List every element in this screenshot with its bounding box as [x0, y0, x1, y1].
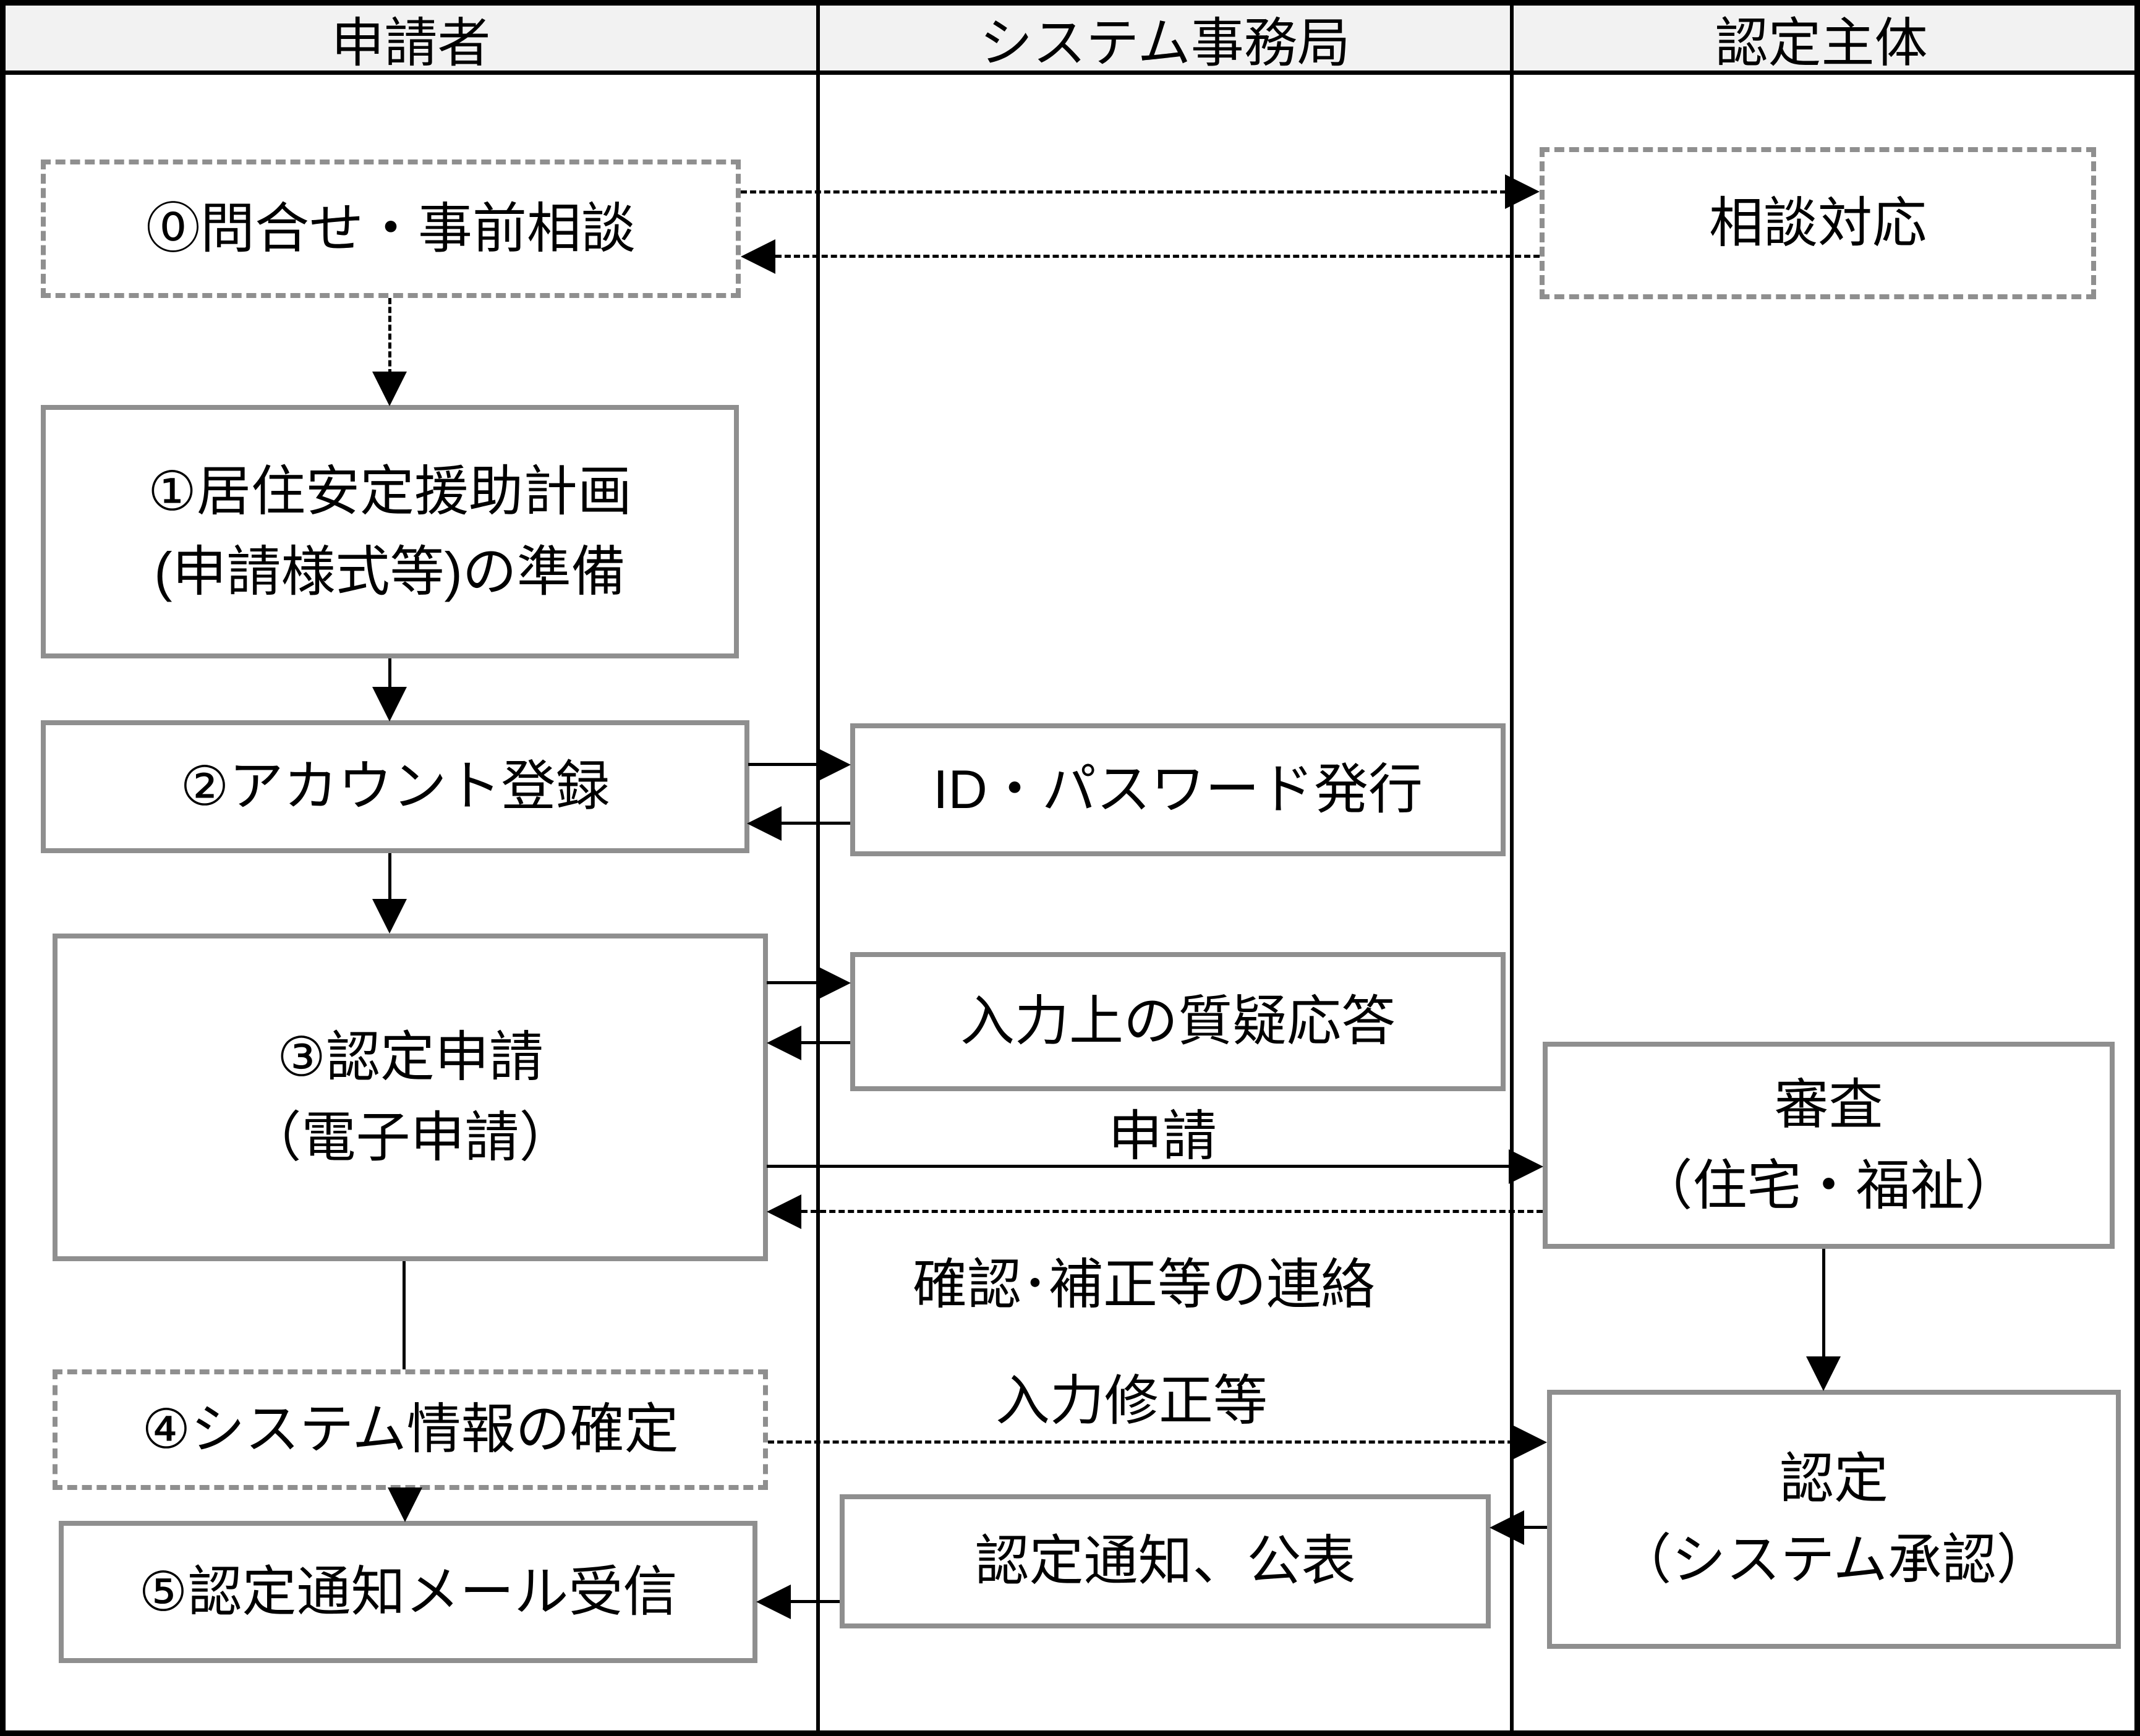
lane-header-applicant: 申請者: [6, 6, 816, 73]
label-input-correction: 入力修正等: [995, 1370, 1268, 1431]
arrow-review-to-approval-line: [1822, 1249, 1825, 1360]
box-support-plan-line2: (申請様式等)の準備: [154, 541, 626, 602]
lane-divider-1: [816, 6, 820, 1730]
box-certification-application-line2: （電子申請）: [247, 1107, 574, 1168]
box-account-registration: ②アカウント登録: [41, 720, 749, 853]
arrow-inquiry-to-plan-head-icon: [372, 372, 407, 406]
lane-header-system-office-label: システム事務局: [979, 14, 1350, 73]
arrow-consultation-to-inquiry-head-icon: [741, 239, 775, 274]
box-approval-line1: 認定: [1779, 1448, 1888, 1510]
label-confirmation-correction-contact: 確認･補正等の連絡: [912, 1254, 1375, 1315]
box-input-qa: 入力上の質疑応答: [850, 952, 1506, 1091]
arrow-application-to-qa-head-icon: [816, 966, 851, 1000]
box-id-password-issue: ID・パスワード発行: [850, 723, 1506, 856]
lane-header-applicant-label: 申請者: [331, 14, 491, 73]
box-id-password-issue-label: ID・パスワード発行: [932, 759, 1423, 820]
box-input-qa-label: 入力上の質疑応答: [960, 990, 1396, 1052]
arrow-application-to-review-head-icon: [1509, 1149, 1543, 1184]
box-certification-application-line1: ③認定申請: [277, 1026, 544, 1087]
box-review: 審査 （住宅・福祉）: [1543, 1042, 2115, 1249]
box-review-line1: 審査: [1774, 1074, 1883, 1136]
arrow-notice-to-mail-line: [791, 1600, 840, 1603]
arrow-confirmation-to-mail-head-icon: [388, 1487, 422, 1522]
arrow-inquiry-to-plan-line: [388, 298, 391, 375]
box-support-plan-preparation: ①居住安定援助計画 (申請様式等)の準備: [41, 405, 739, 658]
box-consultation-response: 相談対応: [1540, 147, 2096, 299]
box-review-line2: （住宅・福祉）: [1638, 1154, 2019, 1216]
arrow-approval-to-notice-head-icon: [1490, 1510, 1524, 1545]
arrow-plan-to-account-line: [388, 658, 391, 688]
arrow-account-to-id-head-icon: [816, 747, 851, 782]
box-consultation-response-label: 相談対応: [1708, 192, 1927, 253]
lane-header-system-office: システム事務局: [820, 6, 1510, 73]
arrow-application-to-qa-line: [767, 981, 817, 984]
lane-header-certifying-body: 認定主体: [1514, 6, 2129, 73]
arrow-account-to-application-line: [388, 853, 391, 900]
arrow-inquiry-to-consultation-line: [741, 190, 1506, 194]
lane-header-certifying-body-label: 認定主体: [1715, 14, 1928, 73]
arrow-account-to-id-line: [748, 763, 817, 766]
arrow-qa-to-application-head-icon: [767, 1026, 801, 1060]
arrow-id-to-account-line: [782, 822, 850, 825]
arrow-inquiry-to-consultation-head-icon: [1505, 174, 1540, 209]
box-certification-mail-reception-label: ⑤認定通知メール受信: [139, 1560, 678, 1622]
arrow-confirmation-to-approval-head-icon: [1512, 1425, 1547, 1460]
box-certification-mail-reception: ⑤認定通知メール受信: [59, 1521, 757, 1663]
arrow-notice-to-mail-head-icon: [756, 1585, 791, 1619]
box-certification-notice-publication: 認定通知、公表: [840, 1494, 1491, 1628]
box-approval: 認定 （システム承認）: [1547, 1390, 2121, 1649]
box-inquiry-label: ⓪問合せ・事前相談: [145, 197, 636, 259]
box-account-registration-label: ②アカウント登録: [180, 755, 610, 817]
lane-divider-2: [1510, 6, 1514, 1730]
box-inquiry-preliminary-consultation: ⓪問合せ・事前相談: [41, 160, 741, 298]
arrow-review-to-approval-head-icon: [1806, 1356, 1841, 1391]
arrow-consultation-to-inquiry-line: [775, 255, 1540, 258]
box-system-info-confirmation-label: ④システム情報の確定: [142, 1398, 679, 1460]
arrow-account-to-application-head-icon: [372, 899, 407, 934]
box-support-plan-line1: ①居住安定援助計画: [148, 460, 632, 522]
label-application: 申請: [1107, 1105, 1217, 1167]
connector-application-to-confirmation-line: [403, 1261, 406, 1369]
box-certification-application: ③認定申請 （電子申請）: [53, 934, 768, 1261]
arrow-application-to-review-line: [767, 1165, 1510, 1168]
arrow-review-to-application-head-icon: [767, 1194, 801, 1229]
arrow-qa-to-application-line: [801, 1041, 850, 1044]
box-approval-line2: （システム承認）: [1617, 1528, 2051, 1590]
arrow-id-to-account-head-icon: [747, 806, 782, 841]
box-certification-notice-publication-label: 認定通知、公表: [974, 1530, 1356, 1592]
arrow-confirmation-to-approval-line: [768, 1440, 1514, 1444]
swimlane-header-background: [6, 6, 2134, 75]
arrow-approval-to-notice-line: [1524, 1526, 1547, 1529]
arrow-plan-to-account-head-icon: [372, 687, 407, 721]
arrow-review-to-application-line: [801, 1210, 1543, 1213]
